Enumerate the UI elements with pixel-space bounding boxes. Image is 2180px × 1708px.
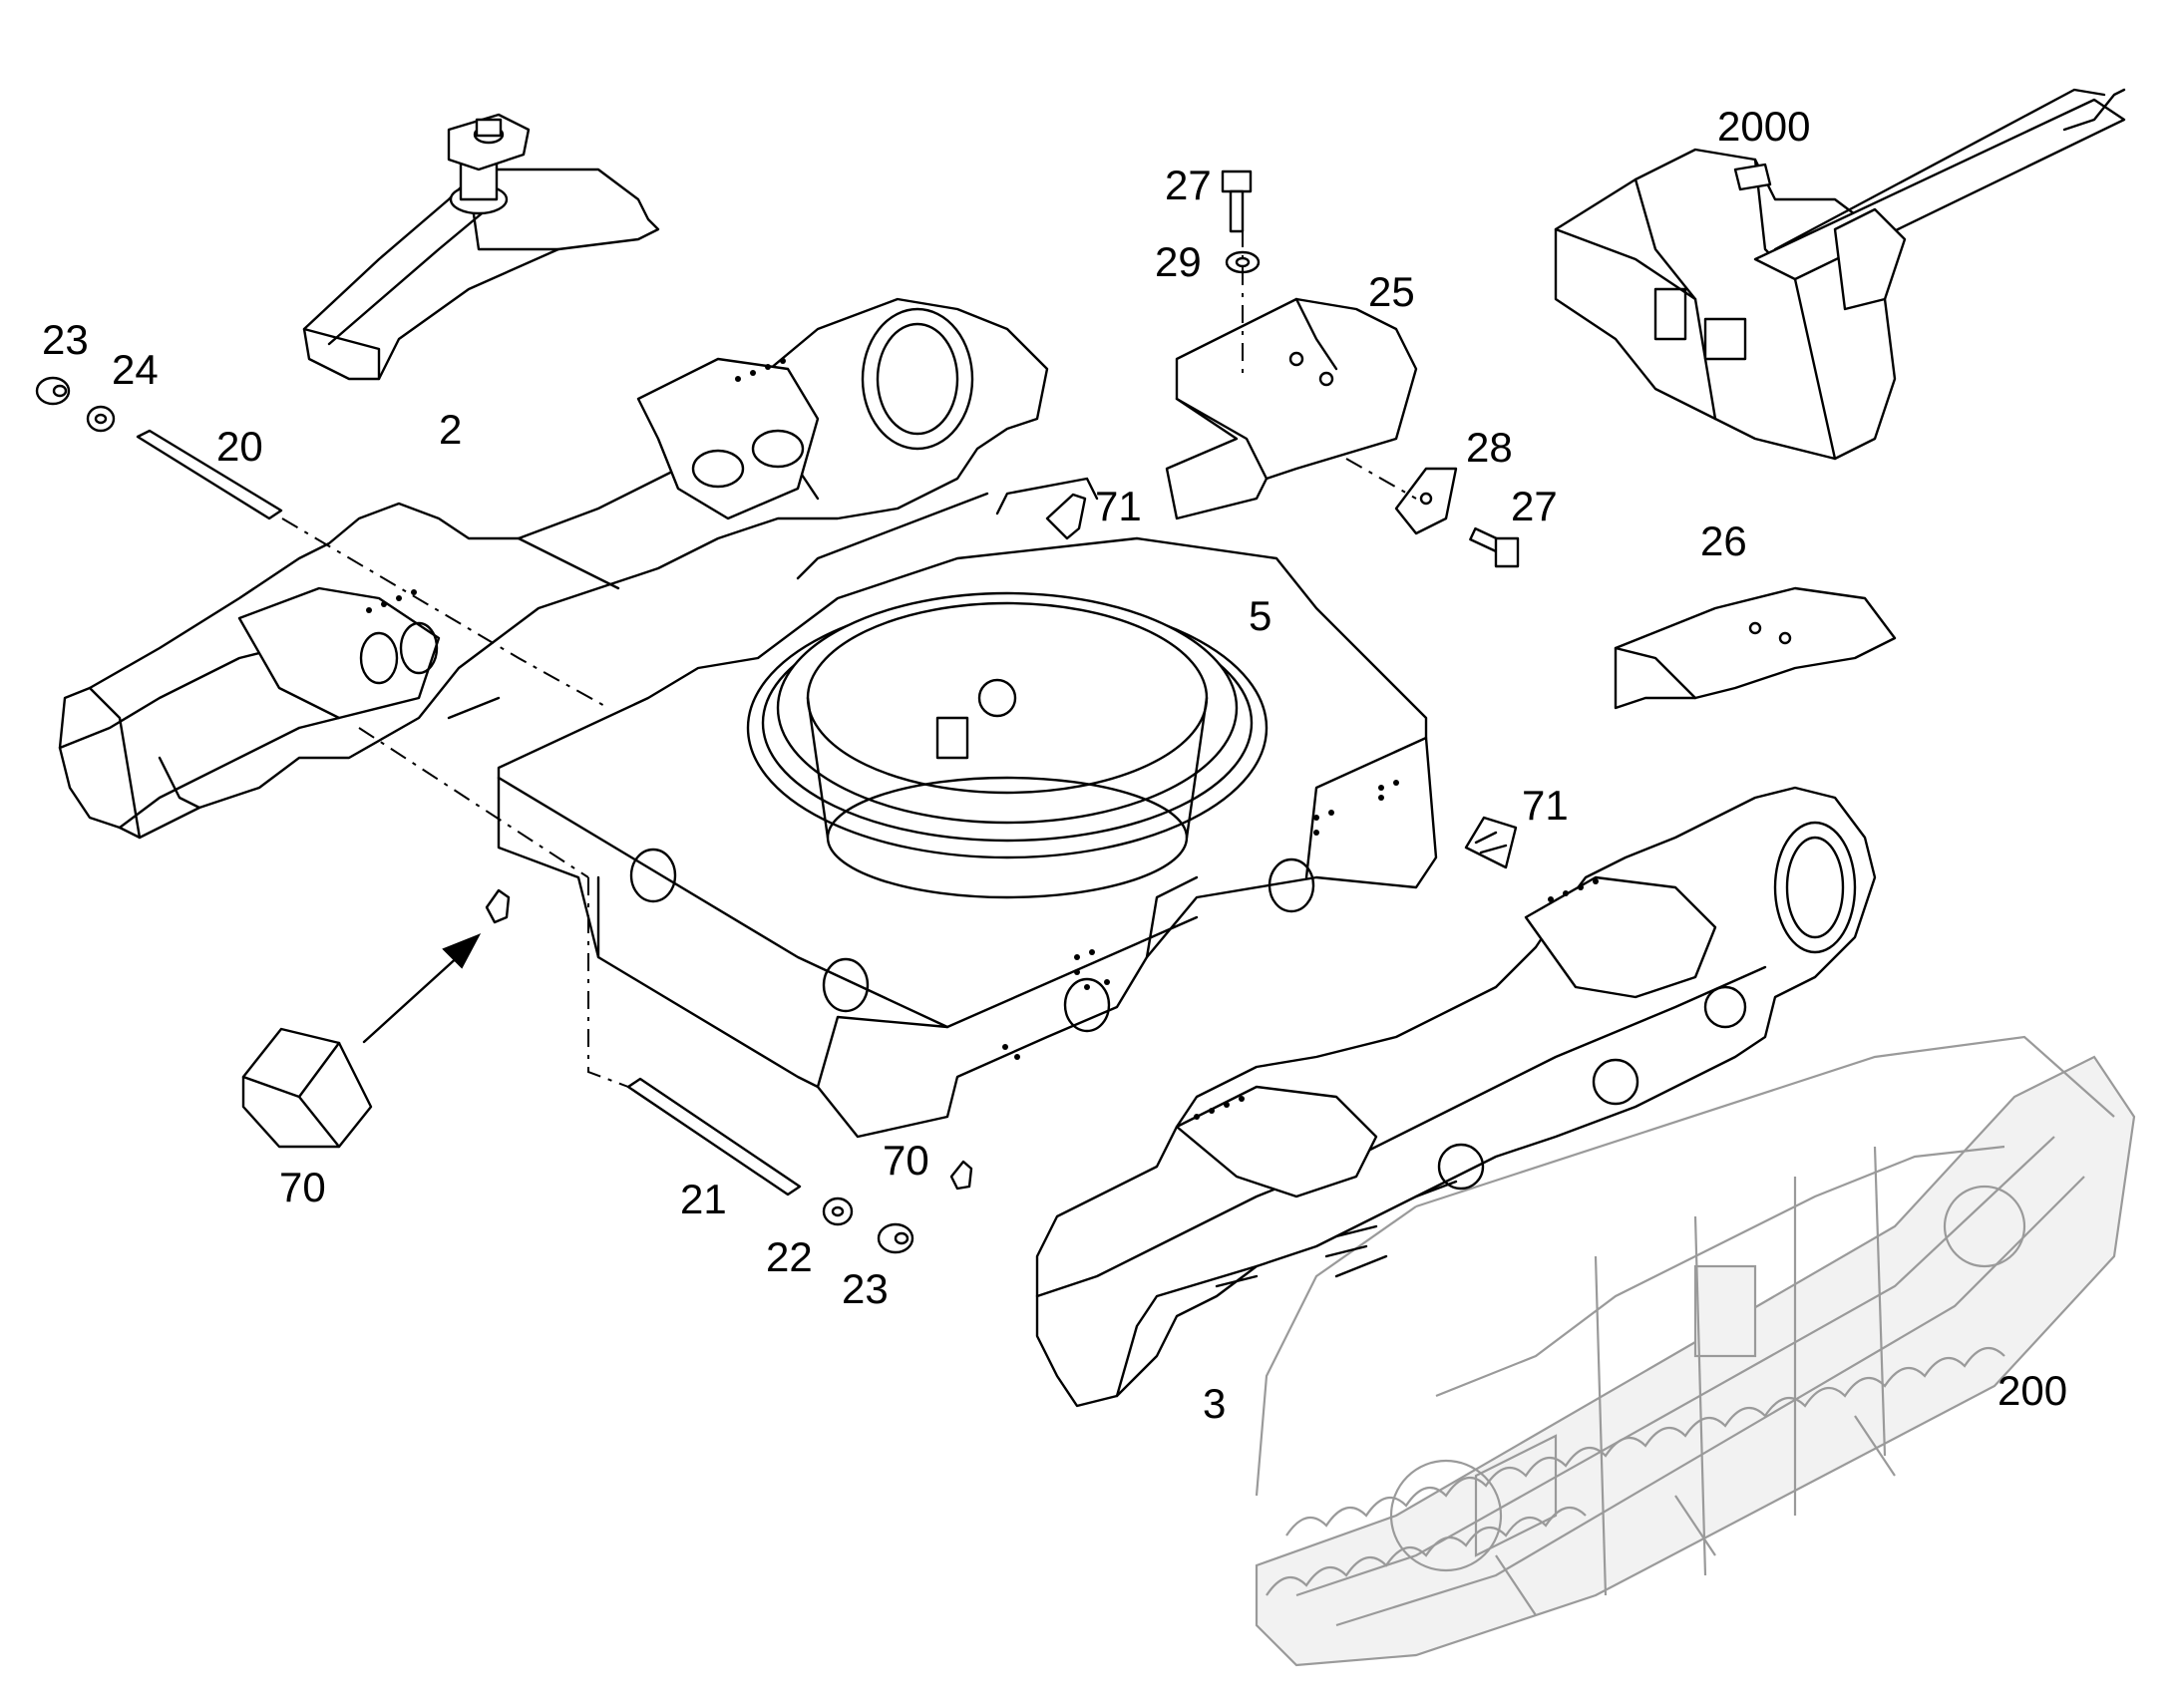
rotary-joint-assembly (302, 113, 660, 381)
part-label-23: 23 (42, 316, 89, 363)
bolt-27-top (1221, 170, 1253, 233)
part-label-5: 5 (1249, 592, 1272, 639)
pad-71-top (1045, 493, 1087, 540)
pad-71-right (1464, 816, 1518, 869)
center-frame-5 (497, 477, 1438, 1139)
part-label-3: 3 (1203, 1380, 1227, 1427)
arrow-70 (362, 933, 482, 1044)
washer-29 (1225, 250, 1261, 274)
part-label-29: 29 (1155, 238, 1202, 285)
washer-28 (1394, 467, 1458, 535)
track-frame-2 (58, 297, 1049, 840)
pad-70-enlarged (241, 1027, 373, 1149)
part-label-21: 21 (680, 1176, 727, 1222)
part-label-26: 26 (1700, 517, 1747, 564)
cover-26 (1614, 586, 1897, 710)
part-label-25: 25 (1368, 268, 1415, 315)
pad-70-small-mid (949, 1160, 973, 1191)
pad-70-small-left (485, 888, 511, 924)
part-label-27: 27 (1165, 162, 1212, 208)
part-label-2000: 2000 (1717, 103, 1811, 150)
part-label-200: 200 (1998, 1367, 2068, 1414)
part-label-70: 70 (883, 1137, 929, 1184)
washer-24 (86, 405, 116, 433)
part-label-23: 23 (842, 1265, 889, 1312)
crawler-track-200 (1255, 1035, 2136, 1667)
nut-23-bottom (877, 1222, 914, 1254)
part-label-71: 71 (1522, 782, 1569, 829)
nut-23-left (35, 376, 71, 406)
part-label-22: 22 (766, 1233, 813, 1280)
part-label-20: 20 (216, 423, 263, 470)
assembly-lines (281, 229, 1417, 1088)
stud-21 (626, 1077, 802, 1196)
cover-25 (1165, 297, 1418, 520)
part-label-27: 27 (1511, 483, 1558, 529)
washer-22 (822, 1196, 854, 1226)
part-label-24: 24 (112, 346, 159, 393)
part-label-28: 28 (1466, 424, 1513, 471)
bracket-2000 (1554, 88, 2126, 461)
part-label-71: 71 (1095, 483, 1142, 529)
track-frame-3 (1035, 786, 1877, 1408)
part-label-2: 2 (439, 406, 463, 453)
part-label-70: 70 (279, 1164, 326, 1210)
stud-20 (136, 429, 283, 520)
bolt-27-right (1469, 526, 1520, 568)
